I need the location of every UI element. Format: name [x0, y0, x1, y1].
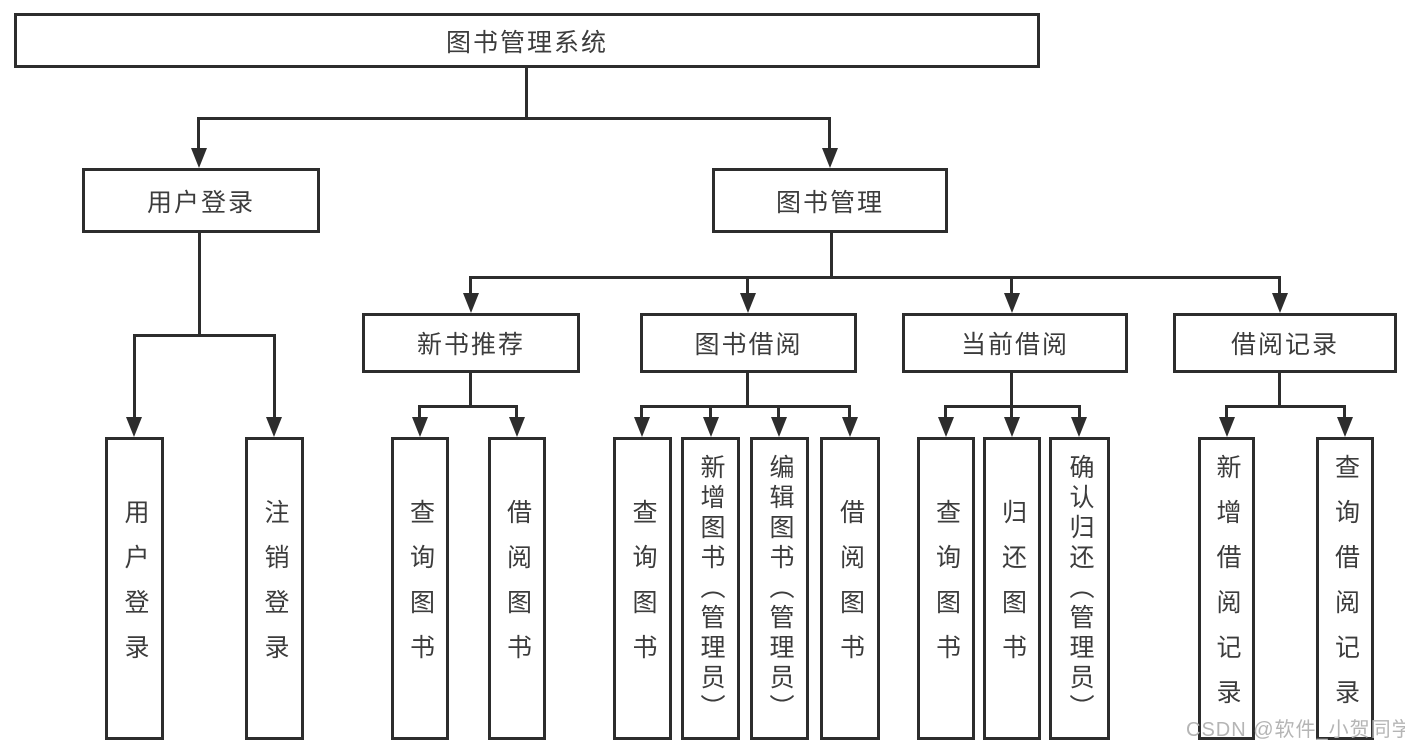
arrowhead-icon	[771, 417, 787, 437]
node-book-mgmt-label: 图书管理	[775, 188, 884, 217]
connector-line	[746, 373, 749, 406]
arrowhead-icon	[1219, 417, 1235, 437]
node-borrow-records: 借阅记录	[1173, 313, 1397, 373]
connector-line	[1010, 277, 1013, 295]
connector-line	[1343, 406, 1346, 420]
arrowhead-icon	[822, 148, 838, 168]
connector-line	[944, 405, 1081, 408]
leaf-confirm-return-admin-label: 确认归还（管理员）	[1066, 453, 1094, 724]
connector-line	[746, 277, 749, 295]
leaf-add-borrow-record: 新增借阅记录	[1198, 437, 1255, 740]
connector-line	[777, 406, 780, 420]
connector-line	[273, 335, 276, 419]
connector-line	[469, 277, 472, 295]
leaf-current-query-books: 查询图书	[917, 437, 975, 740]
connector-line	[640, 405, 851, 408]
node-current-borrow: 当前借阅	[902, 313, 1128, 373]
leaf-add-borrow-record-label: 新增借阅记录	[1213, 453, 1241, 724]
leaf-edit-books-admin: 编辑图书（管理员）	[750, 437, 809, 740]
connector-line	[133, 334, 276, 337]
leaf-add-books-admin-label: 新增图书（管理员）	[697, 453, 725, 724]
arrowhead-icon	[463, 293, 479, 313]
leaf-user-login-label: 用户登录	[121, 498, 149, 679]
arrowhead-icon	[938, 417, 954, 437]
connector-line	[1225, 406, 1228, 420]
node-current-borrow-label: 当前借阅	[960, 331, 1069, 359]
node-book-borrow-label: 图书借阅	[694, 331, 803, 359]
connector-line	[469, 276, 1281, 279]
leaf-recommend-query-books: 查询图书	[391, 437, 449, 740]
connector-line	[1010, 373, 1013, 406]
leaf-edit-books-admin-label: 编辑图书（管理员）	[766, 453, 794, 724]
csdn-watermark: CSDN @软件_小贺同学	[1186, 719, 1405, 741]
arrowhead-icon	[1272, 293, 1288, 313]
arrowhead-icon	[1337, 417, 1353, 437]
node-root: 图书管理系统	[14, 13, 1040, 68]
leaf-confirm-return-admin: 确认归还（管理员）	[1049, 437, 1110, 740]
connector-line	[709, 406, 712, 420]
leaf-borrow-borrow-books: 借阅图书	[820, 437, 880, 740]
arrowhead-icon	[126, 417, 142, 437]
connector-line	[830, 233, 833, 277]
leaf-borrow-query-books-label: 查询图书	[629, 498, 657, 679]
connector-line	[197, 117, 831, 120]
leaf-current-query-books-label: 查询图书	[932, 498, 961, 679]
arrowhead-icon	[1071, 417, 1087, 437]
connector-line	[1278, 277, 1281, 295]
connector-line	[133, 335, 136, 419]
leaf-borrow-borrow-books-label: 借阅图书	[836, 498, 865, 679]
leaf-return-books-label: 归还图书	[998, 498, 1027, 679]
leaf-recommend-query-books-label: 查询图书	[406, 498, 435, 679]
node-book-mgmt: 图书管理	[712, 168, 948, 233]
leaf-logout-label: 注销登录	[261, 498, 289, 679]
node-new-books: 新书推荐	[362, 313, 580, 373]
node-user-login-label: 用户登录	[146, 188, 255, 217]
node-user-login: 用户登录	[82, 168, 320, 233]
node-new-books-label: 新书推荐	[416, 331, 525, 359]
arrowhead-icon	[412, 417, 428, 437]
leaf-query-borrow-record-label: 查询借阅记录	[1331, 453, 1360, 724]
connector-line	[197, 118, 200, 150]
connector-line	[944, 406, 947, 420]
leaf-user-login: 用户登录	[105, 437, 164, 740]
arrowhead-icon	[1004, 293, 1020, 313]
connector-line	[469, 373, 472, 406]
connector-line	[418, 406, 421, 420]
connector-line	[640, 406, 643, 420]
arrowhead-icon	[842, 417, 858, 437]
leaf-borrow-query-books: 查询图书	[613, 437, 672, 740]
connector-line	[1010, 406, 1013, 420]
connector-line	[1278, 373, 1281, 406]
leaf-logout: 注销登录	[245, 437, 304, 740]
arrowhead-icon	[509, 417, 525, 437]
leaf-add-books-admin: 新增图书（管理员）	[681, 437, 740, 740]
arrowhead-icon	[266, 417, 282, 437]
leaf-return-books: 归还图书	[983, 437, 1041, 740]
leaf-recommend-borrow-books-label: 借阅图书	[503, 498, 532, 679]
connector-line	[828, 118, 831, 150]
node-root-label: 图书管理系统	[445, 28, 608, 57]
arrowhead-icon	[703, 417, 719, 437]
connector-line	[1225, 405, 1346, 408]
connector-line	[515, 406, 518, 420]
connector-line	[848, 406, 851, 420]
arrowhead-icon	[740, 293, 756, 313]
leaf-recommend-borrow-books: 借阅图书	[488, 437, 546, 740]
connector-line	[198, 233, 201, 335]
arrowhead-icon	[191, 148, 207, 168]
connector-line	[418, 405, 518, 408]
arrowhead-icon	[634, 417, 650, 437]
arrowhead-icon	[1004, 417, 1020, 437]
connector-line	[1078, 406, 1081, 420]
node-borrow-records-label: 借阅记录	[1230, 331, 1339, 359]
connector-line	[525, 68, 528, 118]
leaf-query-borrow-record: 查询借阅记录	[1316, 437, 1374, 740]
node-book-borrow: 图书借阅	[640, 313, 857, 373]
